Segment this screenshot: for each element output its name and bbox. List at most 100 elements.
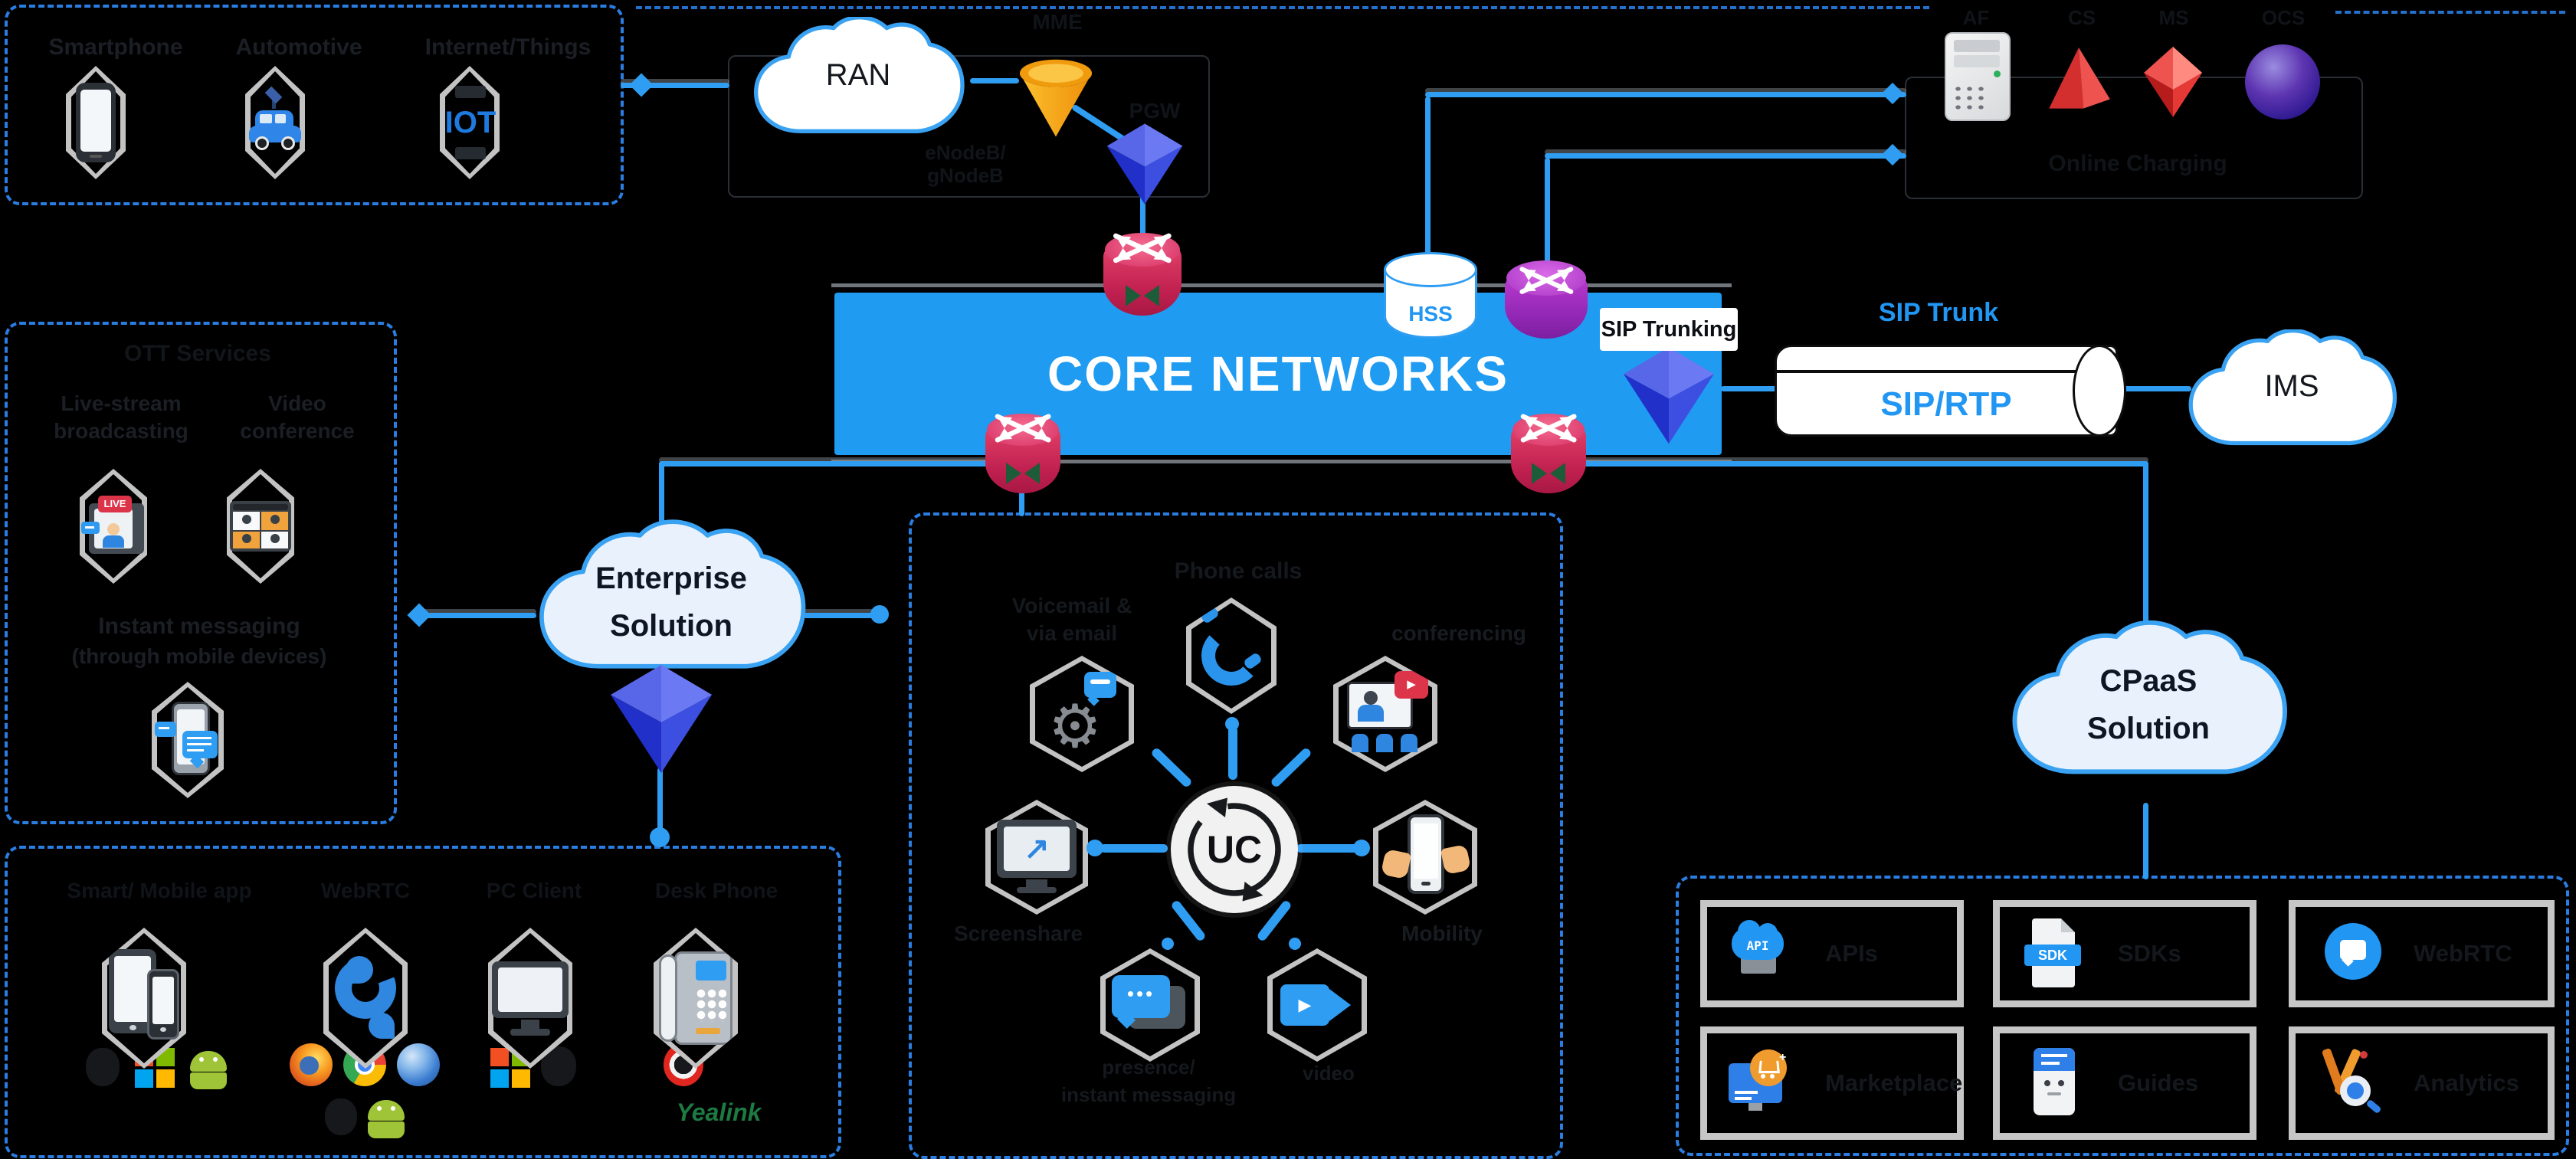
- connector-line: [803, 613, 884, 618]
- red-pyramid-icon: [2049, 47, 2110, 109]
- charging-label-ms: MS: [2158, 6, 2189, 29]
- part: [264, 86, 283, 104]
- uc-spoke-dot: [1086, 840, 1103, 856]
- part: [109, 949, 179, 1047]
- uc-circle: UC: [1171, 786, 1298, 913]
- part: [242, 534, 251, 543]
- part: [1440, 843, 1472, 876]
- part: ↗: [997, 820, 1077, 895]
- part: [2058, 1080, 2064, 1086]
- hss-label: HSS: [1408, 302, 1453, 326]
- uc-spoke-dot: [1289, 938, 1301, 950]
- part: [2041, 1054, 2067, 1057]
- pc-client-icon: [488, 928, 572, 1069]
- ott-col1-label-line1: Live-stream: [61, 391, 182, 415]
- part: [187, 749, 204, 751]
- uc-spoke: [1296, 844, 1364, 853]
- sdk-badge: SDK: [2024, 945, 2081, 966]
- devices-header-pc: PC Client: [486, 879, 582, 902]
- api-icon: API: [1729, 917, 1802, 990]
- devices-header-mobile: Smart/ Mobile app: [67, 879, 252, 902]
- part: ▶: [1280, 978, 1354, 1032]
- part: [233, 504, 288, 510]
- part: [76, 83, 116, 162]
- screenshare-icon: ↗: [985, 800, 1088, 915]
- devices-box: [5, 846, 841, 1158]
- part: [1126, 284, 1159, 306]
- part: [659, 954, 677, 1042]
- part: [1084, 672, 1116, 698]
- cpaas-card-label: Marketplace: [1825, 1069, 1963, 1096]
- part: [85, 526, 94, 529]
- part: [114, 956, 151, 1022]
- enterprise-diamond-icon: [611, 665, 712, 773]
- uc-box: [909, 512, 1563, 1159]
- chromium-logo-icon: [397, 1043, 440, 1086]
- connector-line: [1721, 386, 1778, 391]
- part: [80, 90, 111, 152]
- part: [2044, 1080, 2050, 1086]
- sip-rtp-pipe: SIP/RTP: [1775, 345, 2126, 437]
- core-router-icon: [1103, 232, 1181, 316]
- part: [1952, 84, 1988, 112]
- ran-cloud: RAN: [739, 17, 977, 139]
- connector-line: [2113, 386, 2191, 391]
- connector-line: [657, 768, 663, 838]
- part: [991, 411, 1054, 446]
- part: [369, 1013, 395, 1039]
- part: [1994, 70, 2001, 77]
- devices-header-deskphone: Desk Phone: [654, 879, 778, 902]
- part: [325, 948, 406, 1040]
- connector-line: [970, 78, 1019, 83]
- part: [1364, 691, 1378, 705]
- part: [2047, 1092, 2061, 1095]
- part: [1109, 230, 1175, 267]
- ott-col2-label-line1: Video: [268, 391, 326, 415]
- part: IOT: [440, 86, 500, 159]
- part: [1735, 1097, 1752, 1100]
- uc-spoke: [1100, 844, 1168, 853]
- uc-spoke-dot: [1162, 938, 1174, 950]
- part: [2061, 918, 2075, 932]
- mobile-devices-icon: [102, 928, 186, 1069]
- part: [190, 1072, 227, 1089]
- part: [1735, 1091, 1758, 1094]
- marketplace-icon: +: [1729, 1046, 1802, 1120]
- part: [159, 727, 169, 729]
- cpaas-card-apis: API APIs: [1700, 900, 1964, 1007]
- uc-spoke: [1228, 726, 1237, 780]
- connector-line: [1545, 158, 1550, 273]
- part: [242, 515, 251, 524]
- mobility-icon: [1373, 800, 1477, 915]
- core-networks-title: CORE NETWORKS: [1047, 346, 1509, 401]
- part: •••: [1112, 975, 1170, 1018]
- cpaas-card-guides: Guides: [1993, 1026, 2256, 1140]
- part: [1770, 1074, 1775, 1079]
- part: [1026, 879, 1047, 887]
- sip-trunking-label: SIP Trunking: [1601, 316, 1737, 342]
- part: [1006, 463, 1040, 484]
- part: [1414, 823, 1438, 879]
- sbc-diamond-icon: [1624, 347, 1714, 444]
- cpaas-card-label: Guides: [2118, 1069, 2199, 1096]
- cpaas-card-label: SDKs: [2118, 940, 2181, 967]
- part: ⚙: [1040, 672, 1124, 756]
- uc-center-label: UC: [1206, 828, 1263, 871]
- uc-upper-left-label-line1: Voicemail &: [1011, 594, 1132, 617]
- sip-rtp-label: SIP/RTP: [1880, 385, 2012, 424]
- gateway-diamond-icon: [1106, 123, 1183, 205]
- part: LIVE: [81, 491, 146, 561]
- dashed-guide-line: [636, 6, 1929, 9]
- keypad: [696, 988, 726, 1022]
- enterprise-label-line2: Solution: [610, 609, 732, 643]
- part: [455, 147, 486, 159]
- part: [696, 1028, 720, 1034]
- api-badge: API: [1746, 938, 1769, 953]
- part: [255, 136, 269, 150]
- part: [90, 155, 102, 158]
- cpaas-label-line1: CPaaS: [2099, 664, 2197, 698]
- part: [1329, 989, 1351, 1021]
- guides-doc-icon: [2021, 1046, 2095, 1120]
- enodeb-label-line2: gNodeB: [927, 164, 1004, 187]
- connector-line: [1019, 490, 1024, 516]
